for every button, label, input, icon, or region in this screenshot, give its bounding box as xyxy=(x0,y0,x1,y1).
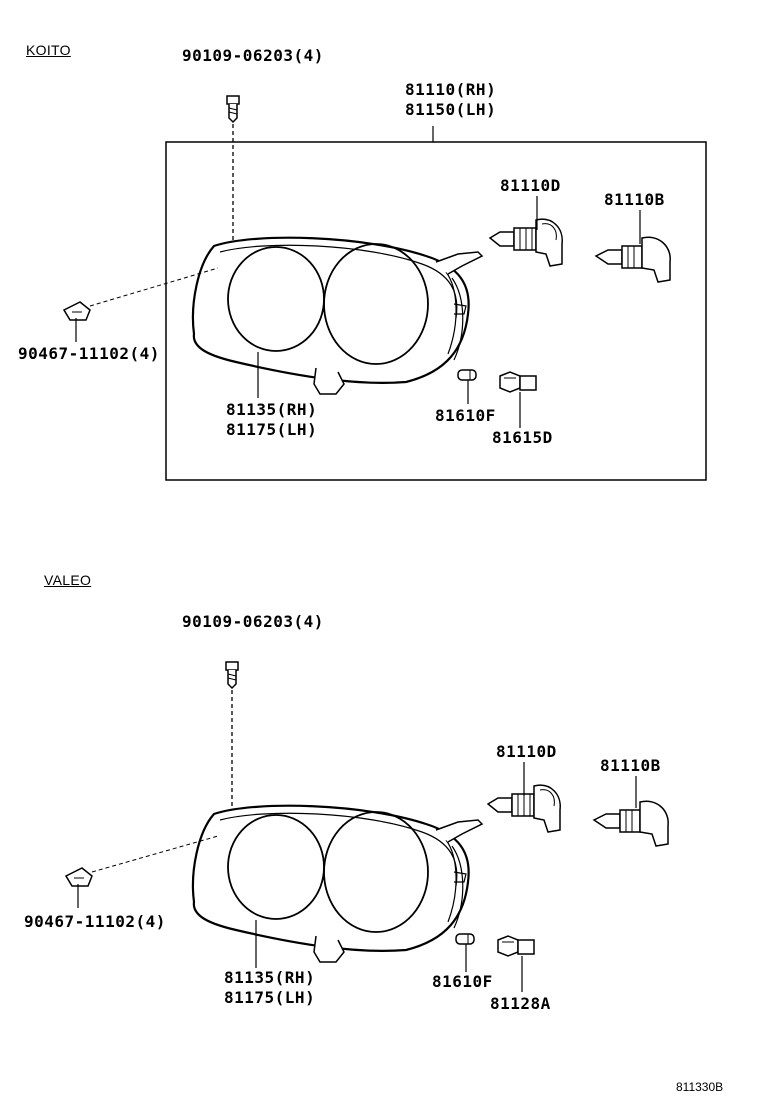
koito-assembly-lh-label: 81150(LH) xyxy=(405,100,497,119)
valeo-bulb-b-icon xyxy=(593,800,669,847)
valeo-bolt-icon xyxy=(225,661,239,689)
koito-bulb-d-icon xyxy=(489,218,563,267)
valeo-bulb-b-label: 81110B xyxy=(600,756,661,775)
valeo-clip-icon xyxy=(65,867,93,887)
section-title-valeo: VALEO xyxy=(44,572,92,588)
valeo-socket-icon xyxy=(497,935,535,957)
valeo-housing-lh-label: 81175(LH) xyxy=(224,988,316,1007)
koito-socket-label: 81615D xyxy=(492,428,553,447)
koito-assembly-rh-label: 81110(RH) xyxy=(405,80,497,99)
koito-bulb-b-icon xyxy=(595,236,671,283)
koito-socket-icon xyxy=(499,371,537,393)
valeo-bulb-d-label: 81110D xyxy=(496,742,557,761)
valeo-small-bulb-label: 81610F xyxy=(432,972,493,991)
koito-clip-icon xyxy=(63,301,91,321)
koito-bulb-b-label: 81110B xyxy=(604,190,665,209)
koito-headlamp-icon xyxy=(191,236,484,396)
valeo-headlamp-icon xyxy=(191,804,484,964)
valeo-socket-label: 81128A xyxy=(490,994,551,1013)
section-title-koito: KOITO xyxy=(26,42,71,58)
koito-bolt-label: 90109-06203(4) xyxy=(182,46,324,65)
diagram-code: 811330B xyxy=(676,1080,724,1094)
valeo-small-bulb-icon xyxy=(455,933,475,945)
valeo-bolt-label: 90109-06203(4) xyxy=(182,612,324,631)
koito-assembly-frame xyxy=(165,141,707,481)
koito-bolt-icon xyxy=(226,95,240,123)
koito-clip-label: 90467-11102(4) xyxy=(18,344,160,363)
koito-housing-lh-label: 81175(LH) xyxy=(226,420,318,439)
koito-housing-rh-label: 81135(RH) xyxy=(226,400,318,419)
koito-small-bulb-icon xyxy=(457,369,477,381)
valeo-clip-label: 90467-11102(4) xyxy=(24,912,166,931)
valeo-housing-rh-label: 81135(RH) xyxy=(224,968,316,987)
koito-bulb-d-label: 81110D xyxy=(500,176,561,195)
koito-small-bulb-label: 81610F xyxy=(435,406,496,425)
